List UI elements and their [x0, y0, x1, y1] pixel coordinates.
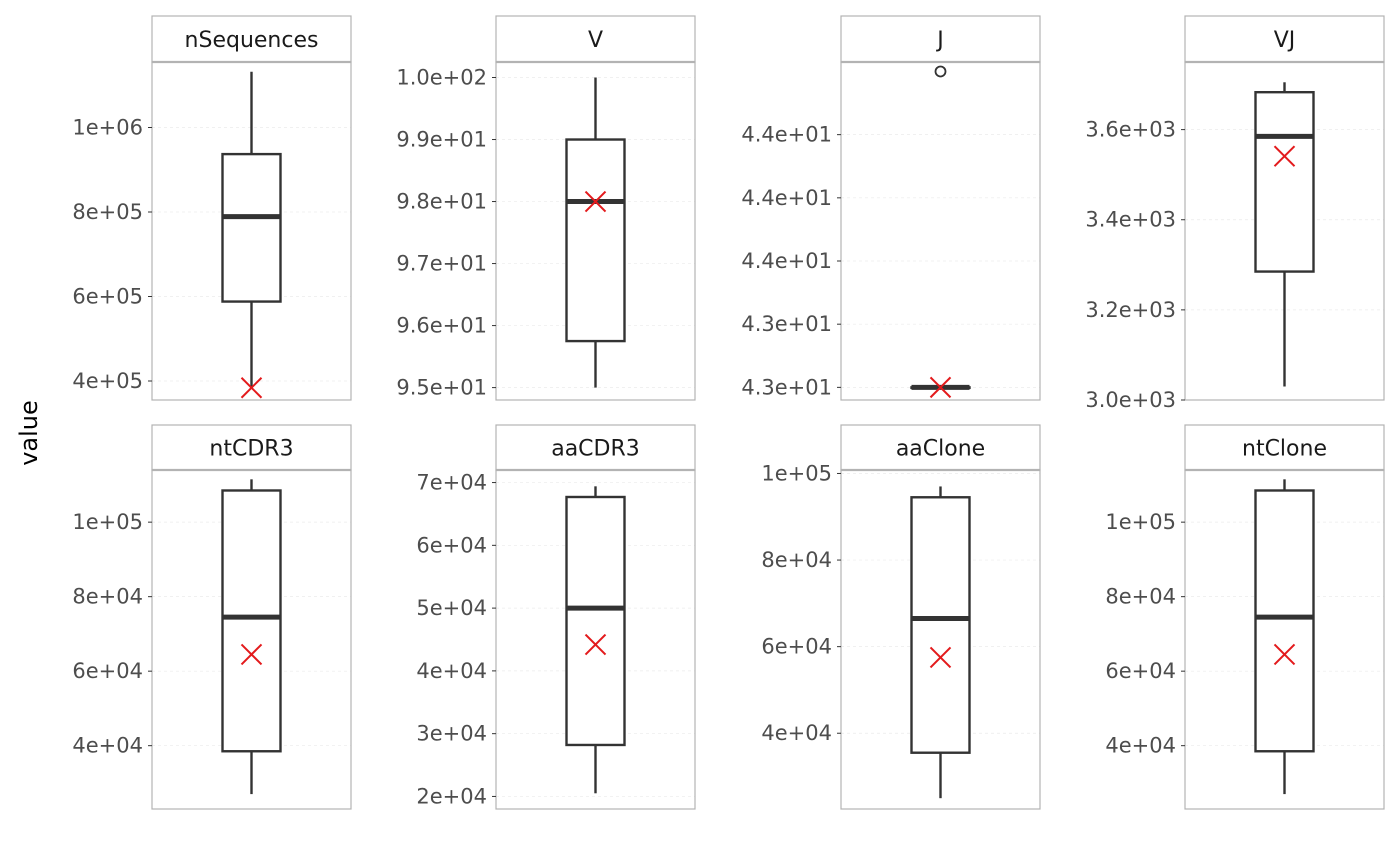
y-tick-label: 9.8e+01: [396, 190, 487, 214]
facet-strip: [151, 424, 352, 471]
facet-title: J: [935, 28, 944, 53]
y-tick-label: 3e+04: [416, 722, 487, 746]
facet-panel-ntCDR3: ntCDR3 4e+04 6e+04 8e+04 1e+05: [72, 424, 352, 810]
mean-marker: [240, 643, 263, 666]
y-tick-label: 6e+04: [761, 635, 832, 659]
facet-title: V: [588, 28, 603, 53]
facet-panel-VJ: VJ 3.0e+03 3.2e+03 3.4e+03 3.6e+03: [1085, 15, 1385, 412]
mean-marker: [1273, 643, 1296, 666]
y-tick-label: 1e+05: [72, 510, 143, 534]
y-tick-label: 1e+05: [761, 461, 832, 485]
y-tick-label: 3.2e+03: [1085, 298, 1176, 322]
box-iqr: [221, 152, 282, 303]
mean-marker: [584, 190, 607, 213]
y-tick-label: 1e+05: [1105, 510, 1176, 534]
mean-marker: [929, 646, 952, 669]
y-tick-label: 6e+05: [72, 284, 143, 308]
y-tick-label: 8e+04: [761, 548, 832, 572]
box-iqr: [565, 495, 626, 747]
panel-border: [840, 61, 1041, 401]
y-tick-label: 4e+04: [1105, 734, 1176, 758]
facet-strip: [495, 15, 696, 63]
y-tick-label: 9.9e+01: [396, 128, 487, 152]
y-tick-label: 4.4e+01: [741, 186, 832, 210]
facet-panels: nSequences 4e+05 6e+05 8e+05 1e+06 V 9.5e+01 9.…: [72, 15, 1385, 810]
facet-panel-aaCDR3: aaCDR3 2e+04 3e+04 4e+04 5e+04 6e+04 7e+04: [416, 424, 696, 810]
y-tick-label: 3.4e+03: [1085, 208, 1176, 232]
facet-strip: [840, 15, 1041, 63]
facet-title: ntCDR3: [209, 437, 293, 462]
y-tick-label: 4.3e+01: [741, 312, 832, 336]
facet-title: aaClone: [896, 437, 985, 462]
y-tick-label: 4e+04: [761, 721, 832, 745]
mean-marker-stroke: [1273, 643, 1296, 666]
outlier-point: [934, 65, 947, 78]
y-tick-label: 3.6e+03: [1085, 118, 1176, 142]
y-tick-label: 8e+04: [1105, 585, 1176, 609]
y-tick-label: 7e+04: [416, 471, 487, 495]
facet-panel-aaClone: aaClone 4e+04 6e+04 8e+04 1e+05: [761, 424, 1041, 810]
y-tick-label: 4.4e+01: [741, 123, 832, 147]
box-iqr: [1254, 90, 1315, 273]
mean-marker-stroke: [929, 376, 952, 399]
mean-marker-stroke: [240, 377, 263, 399]
box-iqr: [221, 489, 282, 753]
y-tick-label: 9.6e+01: [396, 314, 487, 338]
facet-strip: [1184, 15, 1385, 63]
y-tick-label: 4.4e+01: [741, 249, 832, 273]
y-tick-label: 4e+05: [72, 369, 143, 393]
facet-title: nSequences: [185, 28, 319, 53]
y-tick-label: 6e+04: [72, 659, 143, 683]
mean-marker-stroke: [240, 643, 263, 666]
mean-marker-stroke: [929, 646, 952, 669]
y-tick-label: 8e+04: [72, 585, 143, 609]
facet-strip: [1184, 424, 1385, 471]
y-tick-label: 6e+04: [416, 533, 487, 557]
facet-strip: [495, 424, 696, 471]
y-tick-label: 4e+04: [416, 659, 487, 683]
y-tick-label: 9.5e+01: [396, 376, 487, 400]
facet-title: ntClone: [1242, 437, 1327, 462]
mean-marker-stroke: [584, 633, 607, 656]
y-tick-label: 5e+04: [416, 596, 487, 620]
y-tick-label: 9.7e+01: [396, 252, 487, 276]
facet-panel-nSequences: nSequences 4e+05 6e+05 8e+05 1e+06: [72, 15, 352, 401]
facet-title: VJ: [1274, 28, 1296, 53]
mean-marker-stroke: [1273, 145, 1296, 167]
box-iqr: [565, 138, 626, 343]
facet-panel-ntClone: ntClone 4e+04 6e+04 8e+04 1e+05: [1105, 424, 1385, 810]
y-tick-label: 8e+05: [72, 200, 143, 224]
facet-panel-V: V 9.5e+01 9.6e+01 9.7e+01 9.8e+01 9.9e+01 1.0e…: [396, 15, 696, 401]
y-axis-title: value: [15, 400, 43, 466]
y-tick-label: 3.0e+03: [1085, 388, 1176, 412]
mean-marker-stroke: [584, 190, 607, 213]
mean-marker: [240, 377, 263, 399]
y-tick-label: 1.0e+02: [396, 66, 487, 90]
y-tick-label: 6e+04: [1105, 659, 1176, 683]
y-tick-label: 2e+04: [416, 784, 487, 808]
mean-marker: [584, 633, 607, 656]
box-iqr: [1254, 489, 1315, 753]
mean-marker: [929, 376, 952, 399]
facet-title: aaCDR3: [551, 437, 640, 462]
box-iqr: [910, 496, 971, 754]
y-tick-label: 4e+04: [72, 734, 143, 758]
y-tick-label: 1e+06: [72, 115, 143, 139]
facet-panel-J: J 4.3e+01 4.3e+01 4.4e+01 4.4e+01 4.4e+01: [741, 15, 1041, 401]
y-tick-label: 4.3e+01: [741, 375, 832, 399]
mean-marker: [1273, 145, 1296, 167]
